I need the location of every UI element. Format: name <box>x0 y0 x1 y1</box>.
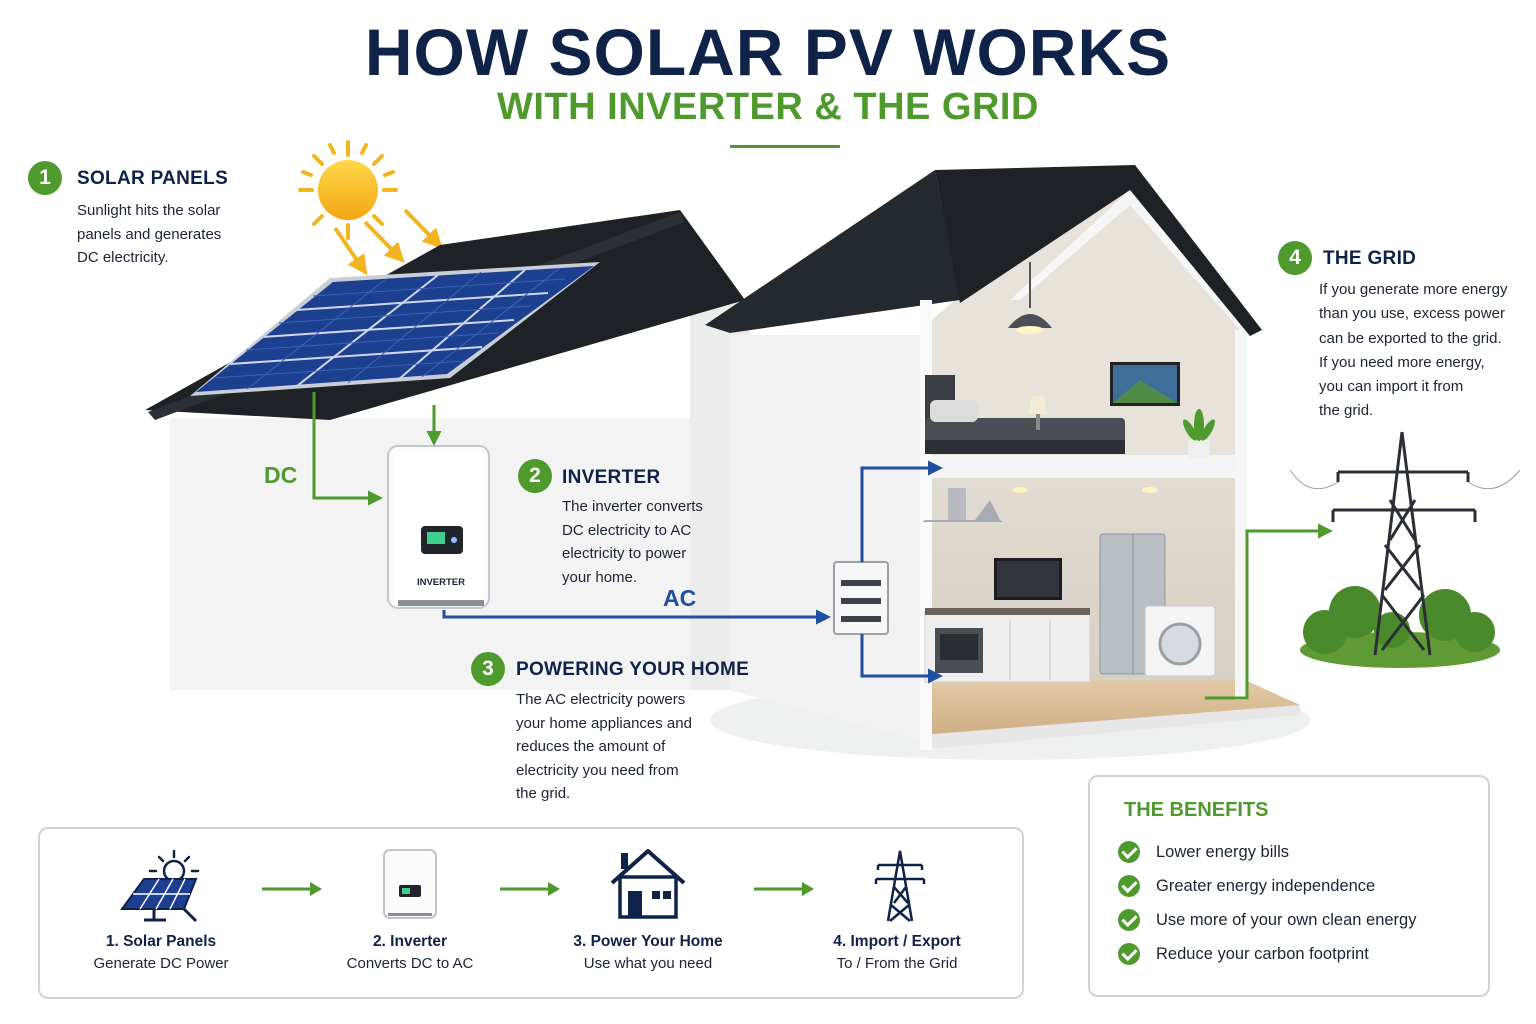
dc-wiring <box>312 392 442 506</box>
solar-system-illustration: INVERTER <box>145 140 1521 760</box>
process-step-1-desc: Generate DC Power <box>93 955 229 972</box>
benefit-item: Reduce your carbon footprint <box>1118 937 1416 971</box>
power-pylon <box>1289 431 1521 668</box>
process-step-2-title: 2. Inverter <box>372 933 448 950</box>
benefit-item: Greater energy independence <box>1118 869 1416 903</box>
benefits-title: THE BENEFITS <box>1124 799 1269 821</box>
pylon-icon <box>874 850 926 922</box>
step-2-text: The inverter converts DC electricity to … <box>562 498 703 586</box>
flow-arrow-icon <box>262 882 322 896</box>
check-icon <box>1118 909 1140 931</box>
process-step-3-desc: Use what you need <box>583 955 713 972</box>
flow-arrow-icon <box>500 882 560 896</box>
step-3-title: POWERING YOUR HOME <box>516 659 750 680</box>
process-step-4-desc: To / From the Grid <box>836 955 958 972</box>
step-1-title: SOLAR PANELS <box>77 168 229 189</box>
page-subtitle: WITH INVERTER & THE GRID <box>497 86 1039 128</box>
benefit-item: Lower energy bills <box>1118 835 1416 869</box>
check-icon <box>1118 943 1140 965</box>
process-step-1-title: 1. Solar Panels <box>105 933 217 950</box>
house-cutaway <box>705 165 1310 760</box>
solar-panel-icon <box>120 849 200 923</box>
process-summary-box: 1. Solar Panels Generate DC Power 2. Inv… <box>38 827 1024 999</box>
step-4-text: If you generate more energy than you use… <box>1319 281 1508 420</box>
benefit-item: Use more of your own clean energy <box>1118 903 1416 937</box>
step-3-text: The AC electricity powers your home appl… <box>516 691 692 802</box>
page-title: HOW SOLAR PV WORKS <box>364 15 1172 89</box>
step-1-badge: 1 <box>28 161 62 195</box>
step-2-badge: 2 <box>518 459 552 493</box>
ac-wiring <box>442 460 943 684</box>
ac-label: AC <box>663 585 697 611</box>
process-step-2-desc: Converts DC to AC <box>346 955 474 972</box>
process-step-3-title: 3. Power Your Home <box>573 933 723 950</box>
inverter-icon <box>383 849 437 919</box>
step-3-badge: 3 <box>471 652 505 686</box>
benefits-list: Lower energy bills Greater energy indepe… <box>1118 835 1416 971</box>
benefits-box: THE BENEFITS Lower energy bills Greater … <box>1088 775 1490 997</box>
check-icon <box>1118 875 1140 897</box>
step-4-title: THE GRID <box>1323 248 1417 269</box>
step-4-badge: 4 <box>1278 241 1312 275</box>
dc-label: DC <box>264 462 298 488</box>
step-2-title: INVERTER <box>562 467 661 488</box>
check-icon <box>1118 841 1140 863</box>
inverter-unit <box>387 445 490 609</box>
grid-export-line <box>1205 523 1333 700</box>
solar-panel-array <box>190 262 600 396</box>
process-step-4-title: 4. Import / Export <box>833 933 961 950</box>
flow-arrow-icon <box>754 882 814 896</box>
title-divider <box>730 145 840 148</box>
sun-icon <box>298 140 443 276</box>
inverter-device-label: INVERTER <box>417 577 465 588</box>
house-icon <box>610 849 686 919</box>
step-1-text: Sunlight hits the solar panels and gener… <box>77 202 222 266</box>
